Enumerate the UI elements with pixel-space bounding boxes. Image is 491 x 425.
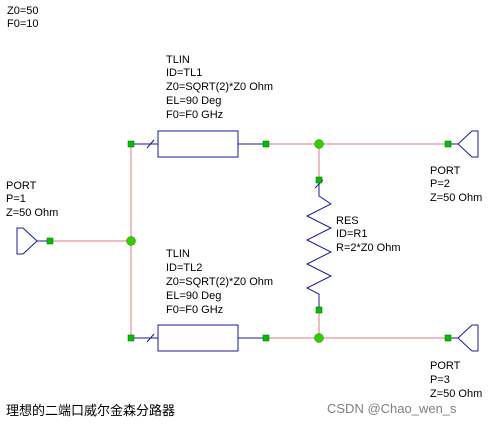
node-tl1-right [262, 140, 270, 148]
junction-split [126, 236, 136, 246]
junction-dots [126, 139, 324, 343]
port1-arrow [22, 227, 38, 255]
port3-bracket [472, 324, 479, 352]
resistor-label-value: R=2*Z0 Ohm [336, 242, 401, 254]
tl1-label-type: TLIN [166, 54, 190, 66]
node-tl2-left [127, 334, 135, 342]
port2-label: PORT P=2 Z=50 Ohm [430, 165, 482, 204]
port1-label-number: P=1 [6, 193, 26, 205]
node-port1 [46, 237, 54, 245]
port3-label-impedance: Z=50 Ohm [430, 388, 482, 400]
tl1-port-tick [146, 139, 155, 149]
global-variables: Z0=50 F0=10 [7, 5, 39, 30]
tl1-label-z0: Z0=SQRT(2)*Z0 Ohm [166, 81, 273, 93]
variable-f0: F0=10 [7, 18, 39, 30]
tl2-label-id: ID=TL2 [166, 262, 202, 274]
port2-symbol[interactable] [448, 130, 479, 158]
port2-bracket [472, 130, 479, 158]
variable-z0: Z0=50 [7, 5, 39, 17]
diagram-caption: 理想的二端口威尔金森分路器 [6, 403, 175, 419]
tl1-transmission-line[interactable] [131, 130, 266, 158]
tl2-label: TLIN ID=TL2 Z0=SQRT(2)*Z0 Ohm EL=90 Deg … [166, 248, 273, 316]
resistor-zigzag [305, 180, 333, 310]
port3-arrow [457, 324, 473, 352]
tl2-label-type: TLIN [166, 248, 190, 260]
node-tl1-left [127, 140, 135, 148]
tl1-label: TLIN ID=TL1 Z0=SQRT(2)*Z0 Ohm EL=90 Deg … [166, 54, 273, 121]
resistor-r1[interactable] [305, 179, 333, 310]
tl1-body [157, 130, 239, 158]
tl2-port-tick [146, 333, 155, 343]
tl2-label-f0: F0=F0 GHz [166, 304, 223, 316]
node-port3 [444, 334, 452, 342]
tl2-transmission-line[interactable] [131, 324, 266, 352]
port3-label-number: P=3 [430, 374, 450, 386]
tl1-label-id: ID=TL1 [166, 67, 202, 79]
resistor-label-id: ID=R1 [336, 228, 368, 240]
tl1-label-el: EL=90 Deg [166, 95, 221, 107]
port1-bracket [16, 227, 23, 255]
port2-arrow [457, 130, 473, 158]
port2-label-number: P=2 [430, 178, 450, 190]
tl2-label-el: EL=90 Deg [166, 290, 221, 302]
wires [45, 143, 458, 339]
tl2-body [157, 324, 239, 352]
tl1-label-f0: F0=F0 GHz [166, 109, 223, 121]
node-port2 [444, 140, 452, 148]
port3-label-type: PORT [430, 360, 461, 372]
resistor-label-type: RES [336, 215, 359, 227]
port3-symbol[interactable] [448, 324, 479, 352]
watermark: CSDN @Chao_wen_s [327, 401, 457, 416]
port1-label-impedance: Z=50 Ohm [6, 207, 58, 219]
junction-bottom-right [314, 333, 324, 343]
connection-nodes [46, 140, 452, 342]
junction-top-right [314, 139, 324, 149]
port2-label-impedance: Z=50 Ohm [430, 192, 482, 204]
node-res-top [315, 176, 323, 184]
port1-symbol[interactable] [16, 227, 48, 255]
node-tl2-right [262, 334, 270, 342]
port2-label-type: PORT [430, 165, 461, 177]
tl2-label-z0: Z0=SQRT(2)*Z0 Ohm [166, 276, 273, 288]
resistor-label: RES ID=R1 R=2*Z0 Ohm [336, 215, 401, 254]
node-res-bottom [315, 306, 323, 314]
port1-label-type: PORT [6, 180, 37, 192]
port3-label: PORT P=3 Z=50 Ohm [430, 360, 482, 400]
port1-label: PORT P=1 Z=50 Ohm [6, 180, 58, 219]
